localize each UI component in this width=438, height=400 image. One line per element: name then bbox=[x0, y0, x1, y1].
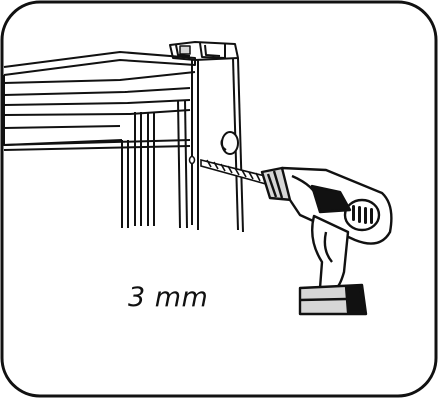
rubber-stopper-icon bbox=[220, 131, 239, 155]
frame-corner-profile-icon bbox=[3, 41, 244, 233]
cordless-drill-icon bbox=[260, 166, 393, 316]
drill-bit-size-label: 3 mm bbox=[128, 282, 209, 313]
pilot-hole-marker-icon bbox=[188, 155, 196, 165]
